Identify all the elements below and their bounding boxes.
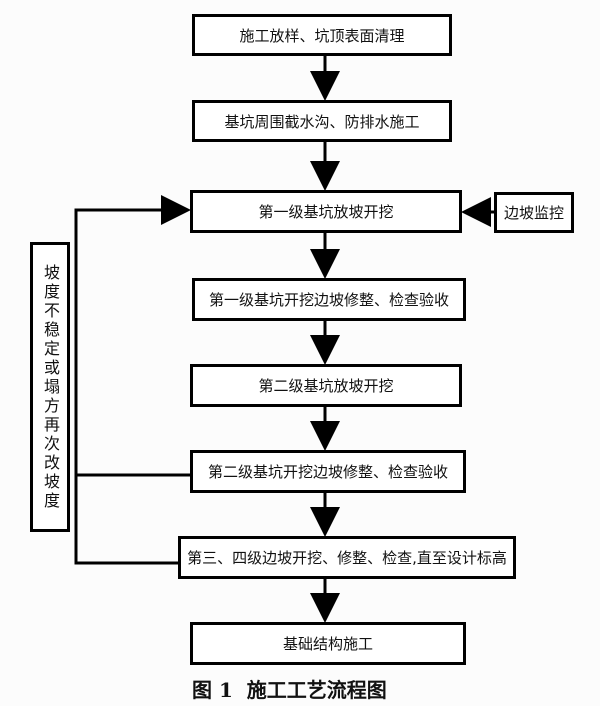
step-2: 基坑周围截水沟、防排水施工 [192,100,452,142]
step-1: 施工放样、坑顶表面清理 [192,14,452,56]
feedback-text: 坡度不稳定或塌方再次改坡度 [41,263,60,511]
slope-monitor-box: 边坡监控 [494,192,574,233]
figure-caption: 图 1 施工工艺流程图 [192,678,387,702]
step-4: 第一级基坑开挖边坡修整、检查验收 [192,278,466,321]
feedback-line [74,195,191,565]
step-7: 第三、四级边坡开挖、修整、检查,直至设计标高 [178,536,516,579]
step-3: 第一级基坑放坡开挖 [190,190,462,233]
feedback-box: 坡度不稳定或塌方再次改坡度 [30,242,70,532]
step-6: 第二级基坑开挖边坡修整、检查验收 [190,450,466,493]
step-5: 第二级基坑放坡开挖 [190,364,462,407]
step-8: 基础结构施工 [190,622,466,665]
